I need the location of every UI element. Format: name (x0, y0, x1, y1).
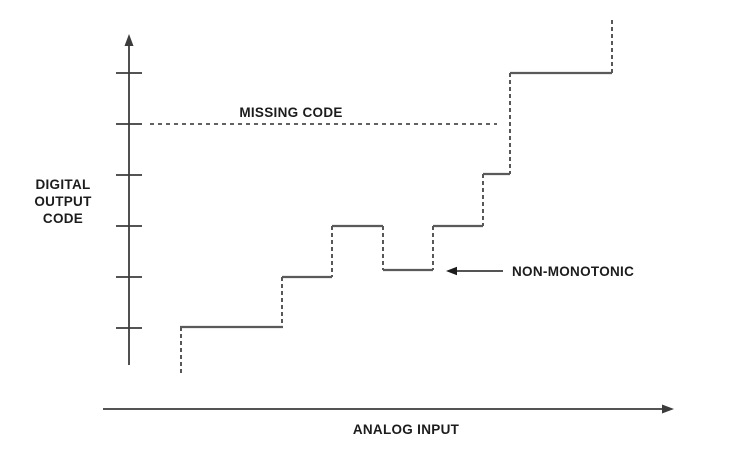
transfer-curve-dashed-risers (180, 20, 613, 374)
y-axis (116, 34, 142, 365)
x-axis (103, 404, 674, 414)
y-axis-label-line-2: OUTPUT (34, 194, 92, 209)
non-monotonic-label: NON-MONOTONIC (512, 264, 634, 279)
up-arrow-icon (124, 34, 134, 46)
right-arrow-icon (662, 404, 674, 414)
x-axis-label: ANALOG INPUT (353, 422, 460, 437)
y-axis-label-line-3: CODE (43, 211, 83, 226)
transfer-curve-steps (180, 71, 612, 329)
missing-code-label: MISSING CODE (239, 105, 342, 120)
y-axis-ticks (116, 72, 142, 329)
non-monotonic-pointer (446, 266, 503, 276)
y-axis-label-line-1: DIGITAL (35, 177, 90, 192)
left-arrow-icon (446, 266, 457, 276)
